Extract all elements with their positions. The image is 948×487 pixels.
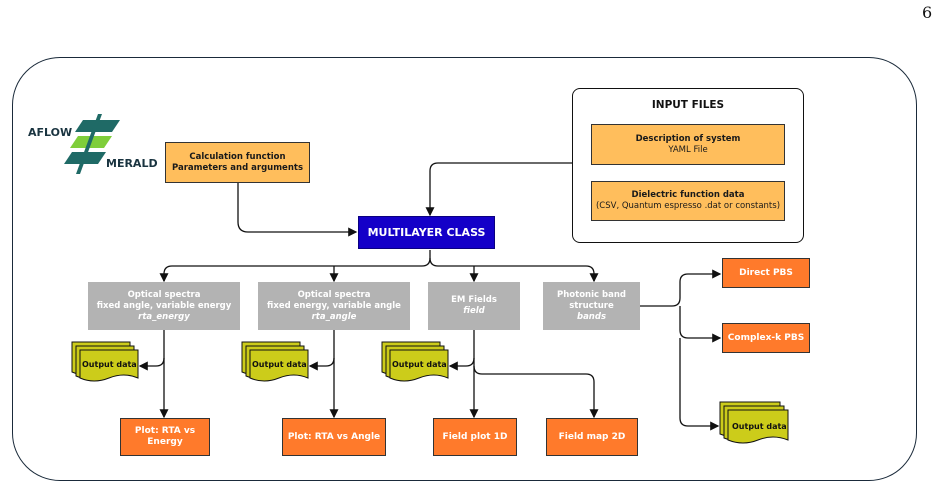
logo-text-aflow: AFLOW bbox=[28, 126, 73, 139]
module-rta-angle-code: rta_angle bbox=[311, 311, 357, 322]
output-data-doc-1: Output data bbox=[70, 340, 142, 382]
field-plot-1d-label: Field plot 1D bbox=[442, 431, 508, 442]
multilayer-class-label: MULTILAYER CLASS bbox=[367, 226, 486, 239]
module-rta-angle: Optical spectra fixed energy, variable a… bbox=[258, 282, 410, 330]
system-description-subtitle: YAML File bbox=[668, 144, 708, 155]
dielectric-data-subtitle: (CSV, Quantum espresso .dat or constants… bbox=[595, 201, 781, 211]
complex-k-pbs-label: Complex-k PBS bbox=[727, 332, 805, 343]
module-rta-energy-line1: Optical spectra bbox=[127, 289, 201, 300]
output-data-doc-3: Output data bbox=[380, 340, 452, 382]
module-bands-line1: Photonic band bbox=[557, 289, 626, 300]
diagram-frame bbox=[12, 57, 917, 481]
direct-pbs-label: Direct PBS bbox=[739, 267, 793, 278]
document-stack-icon bbox=[71, 341, 139, 382]
calc-box-line1: Calculation function bbox=[189, 151, 286, 162]
direct-pbs-box: Direct PBS bbox=[722, 258, 810, 288]
field-plot-1d-box: Field plot 1D bbox=[433, 418, 517, 456]
module-em-fields-code: field bbox=[463, 306, 485, 316]
module-bands-code: bands bbox=[576, 311, 606, 322]
field-map-2d-label: Field map 2D bbox=[558, 431, 626, 442]
calculation-function-box: Calculation function Parameters and argu… bbox=[165, 142, 310, 183]
module-rta-energy-code: rta_energy bbox=[138, 311, 190, 322]
input-files-panel: INPUT FILES Description of system YAML F… bbox=[572, 88, 804, 243]
calc-box-line2: Parameters and arguments bbox=[171, 162, 303, 173]
output-data-doc-2: Output data bbox=[240, 340, 312, 382]
dielectric-data-box: Dielectric function data (CSV, Quantum e… bbox=[591, 181, 785, 221]
module-rta-angle-line1: Optical spectra bbox=[297, 289, 371, 300]
module-em-fields: EM Fields field bbox=[428, 282, 520, 330]
plot-rta-angle-label: Plot: RTA vs Angle bbox=[287, 431, 381, 442]
output-data-label: Output data bbox=[82, 360, 137, 369]
page-number: 6 bbox=[922, 3, 933, 22]
multilayer-class-box: MULTILAYER CLASS bbox=[358, 216, 495, 249]
module-photonic-bands: Photonic band structure bands bbox=[543, 282, 640, 330]
bands-flow bbox=[640, 269, 722, 307]
complex-k-pbs-box: Complex-k PBS bbox=[722, 323, 810, 353]
plot-rta-energy-box: Plot: RTA vs Energy bbox=[120, 418, 210, 456]
module-em-fields-line1: EM Fields bbox=[451, 295, 497, 305]
multilayer-branch-connector bbox=[163, 250, 431, 281]
plot-rta-energy-label: Plot: RTA vs Energy bbox=[134, 426, 196, 447]
document-stack-icon bbox=[719, 401, 789, 444]
plot-rta-angle-box: Plot: RTA vs Angle bbox=[282, 418, 386, 456]
output-data-label: Output data bbox=[732, 422, 787, 431]
document-stack-icon bbox=[241, 341, 309, 382]
logo-text-merald: MERALD bbox=[106, 157, 158, 170]
input-files-title: INPUT FILES bbox=[651, 99, 725, 111]
module-bands-line2: structure bbox=[569, 300, 614, 311]
calc-to-multilayer-connector bbox=[237, 183, 358, 237]
output-data-label: Output data bbox=[392, 360, 447, 369]
output-data-label: Output data bbox=[252, 360, 307, 369]
module-rta-energy: Optical spectra fixed angle, variable en… bbox=[88, 282, 240, 330]
module-rta-energy-line2: fixed angle, variable energy bbox=[96, 300, 232, 311]
system-description-title: Description of system bbox=[635, 133, 741, 144]
module-rta-angle-line2: fixed energy, variable angle bbox=[267, 300, 401, 311]
inputs-to-multilayer-connector bbox=[425, 162, 572, 217]
output-data-doc-4: Output data bbox=[718, 400, 792, 446]
dielectric-data-title: Dielectric function data bbox=[631, 190, 745, 200]
aflow-emerald-logo: AFLOW MERALD bbox=[28, 108, 158, 180]
document-stack-icon bbox=[381, 341, 449, 382]
system-description-box: Description of system YAML File bbox=[591, 124, 785, 165]
field-map-2d-box: Field map 2D bbox=[546, 418, 638, 456]
